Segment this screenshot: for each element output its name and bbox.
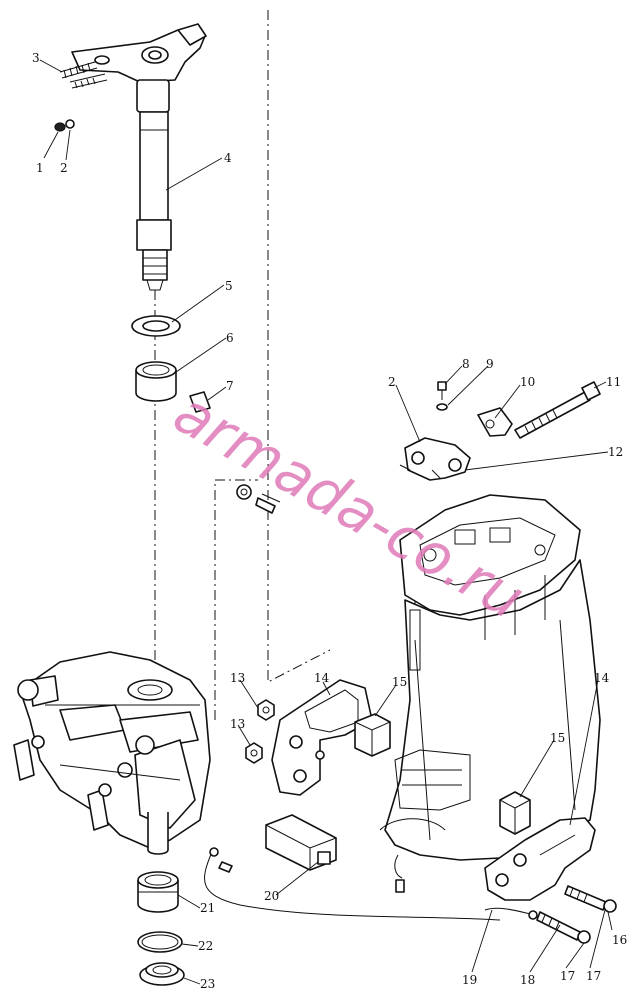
seal-23 <box>139 962 185 986</box>
thrust-washer-5 <box>131 315 181 337</box>
bolt-3 <box>59 61 108 89</box>
ground-terminal-19 <box>484 907 538 920</box>
clip-7 <box>189 391 211 413</box>
nut-1 <box>54 122 66 132</box>
callout-7: 7 <box>226 379 234 393</box>
callout-18: 18 <box>520 973 535 987</box>
callout-10: 10 <box>520 375 535 389</box>
callout-15-right: 15 <box>550 731 565 745</box>
callout-1: 1 <box>36 161 44 175</box>
callout-19: 19 <box>462 973 477 987</box>
callout-13-upper: 13 <box>230 671 245 685</box>
callout-15-left: 15 <box>392 675 407 689</box>
lower-mount-14-right <box>484 817 596 901</box>
washer-9 <box>436 403 448 411</box>
washer-2 <box>65 119 75 129</box>
mount-holder-12 <box>399 437 471 481</box>
callout-4: 4 <box>224 151 232 165</box>
callout-20: 20 <box>264 889 279 903</box>
callout-5: 5 <box>225 279 233 293</box>
bolt-16 <box>564 885 617 913</box>
lead-clip <box>394 854 405 893</box>
callout-21: 21 <box>200 901 215 915</box>
nut-13-upper <box>257 699 275 721</box>
callout-16: 16 <box>612 933 627 947</box>
callout-17-right: 17 <box>586 969 601 983</box>
callout-3: 3 <box>32 51 40 65</box>
long-bolt-11 <box>514 381 601 439</box>
nut-13-lower <box>245 742 263 764</box>
bracket-10 <box>477 407 513 437</box>
callout-8: 8 <box>462 357 470 371</box>
o-ring-22 <box>137 931 183 953</box>
callout-numbers: 1 2 3 4 5 6 7 2 8 9 10 11 12 13 13 14 14… <box>32 51 627 991</box>
lower-mount-14-left <box>271 679 373 796</box>
callout-2: 2 <box>60 161 68 175</box>
swivel-bracket-assembly <box>13 651 211 855</box>
callout-23: 23 <box>200 977 215 991</box>
steering-shaft <box>136 79 172 291</box>
bolt-8 <box>437 381 447 400</box>
callout-12: 12 <box>608 445 623 459</box>
callout-2-upper: 2 <box>388 375 396 389</box>
bushing-21 <box>137 871 179 913</box>
bolt-18 <box>536 911 591 944</box>
callout-14-left: 14 <box>314 671 330 685</box>
washer-and-bolt <box>236 484 281 514</box>
steering-arm-bracket <box>71 23 207 83</box>
callout-11: 11 <box>606 375 621 389</box>
callout-13-lower: 13 <box>230 717 245 731</box>
damper-20 <box>265 814 337 871</box>
damper-15-right <box>499 791 531 835</box>
assembly-guide-lines <box>154 10 416 720</box>
bushing-6 <box>135 361 177 402</box>
upper-casing <box>379 494 601 861</box>
callout-14-right: 14 <box>594 671 610 685</box>
callout-17-left: 17 <box>560 969 575 983</box>
damper-15-left <box>354 713 391 757</box>
callout-6: 6 <box>226 331 234 345</box>
callout-22: 22 <box>198 939 213 953</box>
leader-lines <box>39 59 613 985</box>
callout-9: 9 <box>486 357 494 371</box>
ground-lead <box>204 847 501 921</box>
